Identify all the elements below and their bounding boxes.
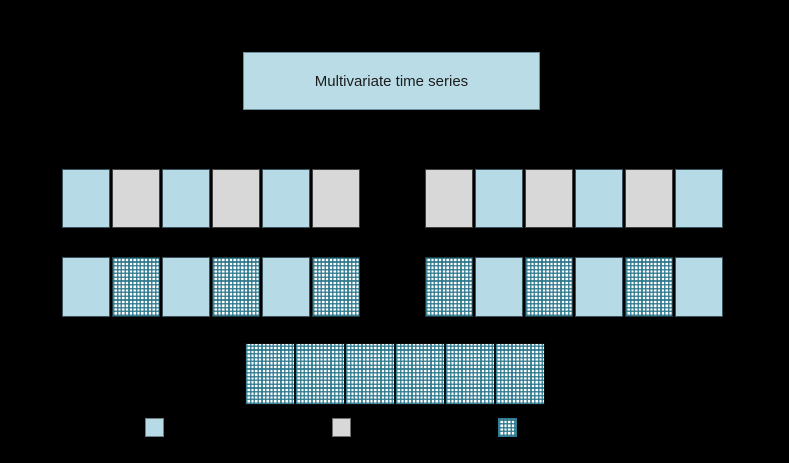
series-square-grid-pattern xyxy=(245,343,295,405)
row3-center-series-block xyxy=(245,343,545,405)
legend xyxy=(0,418,789,437)
row1-left-series-block xyxy=(62,169,360,228)
series-square-solid-gray xyxy=(312,169,360,228)
series-square-grid-pattern xyxy=(445,343,495,405)
series-square-grid-pattern xyxy=(212,257,260,317)
series-square-solid-gray xyxy=(525,169,573,228)
series-square-solid-gray xyxy=(625,169,673,228)
series-square-grid-pattern xyxy=(112,257,160,317)
series-square-solid-blue xyxy=(162,169,210,228)
series-square-solid-blue xyxy=(262,257,310,317)
series-square-solid-blue xyxy=(675,169,723,228)
series-square-solid-blue xyxy=(575,169,623,228)
series-square-solid-blue xyxy=(62,169,110,228)
series-square-grid-pattern xyxy=(295,343,345,405)
row1-right-series-block xyxy=(425,169,723,228)
series-square-grid-pattern xyxy=(312,257,360,317)
row2-right-series-block xyxy=(425,257,723,317)
series-square-solid-blue xyxy=(675,257,723,317)
title-box-label: Multivariate time series xyxy=(314,72,469,90)
multivariate-time-series-box: Multivariate time series xyxy=(243,52,540,110)
series-square-grid-pattern xyxy=(345,343,395,405)
legend-swatch-solid-blue xyxy=(145,418,164,437)
series-square-grid-pattern xyxy=(525,257,573,317)
legend-swatch-grid-pattern xyxy=(498,418,517,437)
legend-swatch-solid-gray xyxy=(332,418,351,437)
series-square-solid-gray xyxy=(112,169,160,228)
series-square-grid-pattern xyxy=(395,343,445,405)
series-square-solid-blue xyxy=(475,257,523,317)
series-square-solid-blue xyxy=(262,169,310,228)
series-square-grid-pattern xyxy=(495,343,545,405)
series-square-solid-gray xyxy=(425,169,473,228)
series-square-solid-blue xyxy=(475,169,523,228)
series-square-grid-pattern xyxy=(625,257,673,317)
series-square-solid-blue xyxy=(162,257,210,317)
row2-left-series-block xyxy=(62,257,360,317)
series-square-solid-blue xyxy=(62,257,110,317)
series-square-solid-gray xyxy=(212,169,260,228)
series-square-grid-pattern xyxy=(425,257,473,317)
series-square-solid-blue xyxy=(575,257,623,317)
